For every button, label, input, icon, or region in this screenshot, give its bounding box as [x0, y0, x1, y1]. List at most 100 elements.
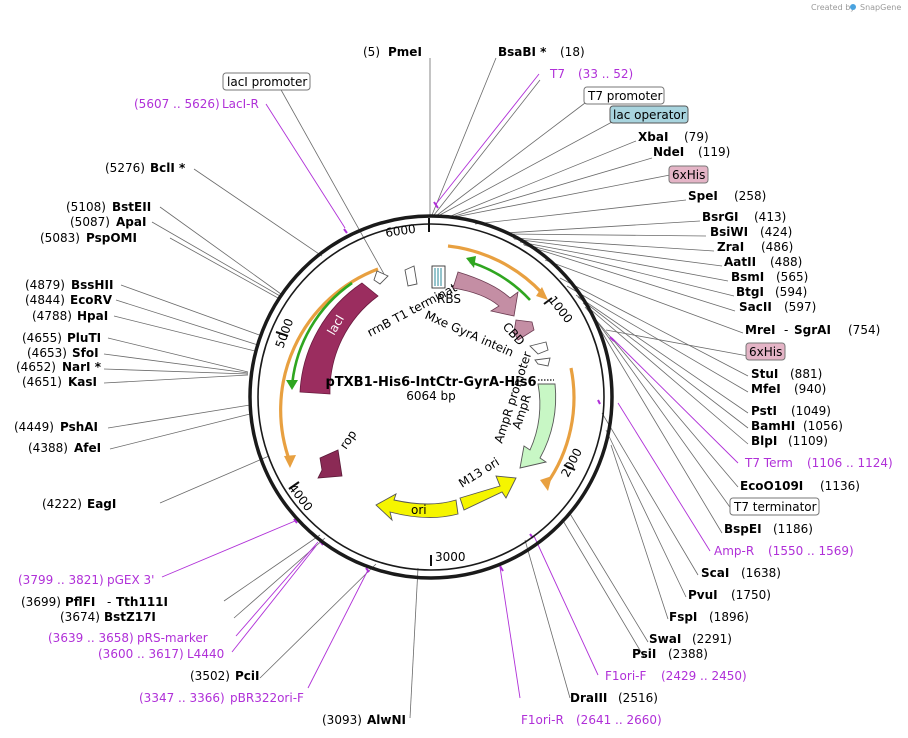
site-ndei-pos: (119) [698, 145, 730, 159]
primer-lacir-name: LacI-R [222, 97, 259, 111]
operator-stripes [434, 268, 442, 286]
rop-label: rop [337, 428, 360, 452]
site-apai-pos: (5087) [70, 215, 110, 229]
site-swai-name: SwaI [649, 632, 681, 646]
laci-feature [299, 282, 379, 395]
site-stui-name: StuI [751, 367, 778, 381]
rop-feature [317, 449, 343, 479]
site-scai-pos: (1638) [741, 566, 781, 580]
primer-leaders [161, 73, 739, 699]
primer-f1orif-range: (2429 .. 2450) [661, 669, 747, 683]
site-psii-name: PsiI [632, 647, 656, 661]
orf-arrowheads [284, 287, 552, 491]
site-fspi-name: FspI [669, 610, 697, 624]
site-bspei-pos: (1186) [773, 522, 813, 536]
rbs-label: RBS [437, 292, 461, 306]
site-sacii-pos: (597) [784, 300, 816, 314]
primer-l4440-range: (3600 .. 3617) [98, 647, 184, 661]
site-hpai-pos: (4788) [32, 309, 72, 323]
primer-prs-name: pRS-marker [137, 631, 208, 645]
site-bsshii-pos: (4879) [25, 278, 65, 292]
site-bsiwi-pos: (424) [760, 225, 792, 239]
site-pflfi-dash: - [107, 595, 111, 609]
primer-pbr322-name: pBR322ori-F [230, 691, 304, 705]
site-psii-pos: (2388) [668, 647, 708, 661]
ampr-feature [519, 383, 557, 469]
leader-lines [103, 57, 749, 719]
site-pspomi-name: PspOMI [86, 231, 137, 245]
site-mrei-dash: - [784, 323, 788, 337]
site-bsteii-pos: (5108) [66, 200, 106, 214]
site-mrei-pos: (754) [848, 323, 880, 337]
t7-promoter-box [583, 86, 665, 105]
site-mfei-name: MfeI [751, 382, 781, 396]
site-blpi-pos: (1109) [788, 434, 828, 448]
site-bsteii-name: BstEII [112, 200, 151, 214]
site-btgi-pos: (594) [775, 285, 807, 299]
primer-l4440-name: L4440 [187, 647, 224, 661]
site-bamhi-pos: (1056) [803, 419, 843, 433]
site-apai-name: ApaI [116, 215, 146, 229]
site-mrei-name: MreI [745, 323, 775, 337]
tick-label-3000: 3000 [435, 550, 466, 564]
tick-label-1000: 1000 [546, 293, 576, 326]
site-alwni-name: AlwNI [367, 713, 406, 727]
site-draiii-pos: (2516) [618, 691, 658, 705]
primer-pgex3-name: pGEX 3' [107, 573, 154, 587]
primer-ampr-range: (1550 .. 1569) [768, 544, 854, 558]
site-psti-name: PstI [751, 404, 777, 418]
site-pshai-pos: (4449) [14, 420, 54, 434]
site-swai-pos: (2291) [692, 632, 732, 646]
primer-t7-name: T7 [549, 67, 565, 81]
site-pvui-name: PvuI [688, 588, 718, 602]
site-aatii-name: AatII [724, 255, 756, 269]
site-kasi-pos: (4651) [22, 375, 62, 389]
his6-label-a: 6xHis [672, 168, 705, 182]
primer-t7term-name: T7 Term [744, 456, 793, 470]
site-stui-pos: (881) [790, 367, 822, 381]
rrnb-arrow [373, 270, 389, 285]
site-scai-name: ScaI [701, 566, 729, 580]
site-draiii-name: DraIII [570, 691, 607, 705]
site-ecorv-pos: (4844) [25, 293, 65, 307]
site-btgi-name: BtgI [736, 285, 764, 299]
small-arrow-b [534, 357, 551, 367]
lac-operator-label-box [609, 105, 689, 124]
cbd-feature [513, 319, 535, 341]
site-afei-pos: (4388) [28, 441, 68, 455]
backbone-ticks [275, 218, 576, 566]
site-alwni-pos: (3093) [322, 713, 362, 727]
t7-terminator-label: T7 terminator [733, 500, 817, 514]
small-arrow-a [529, 341, 549, 355]
site-sgrai-name: SgrAI [794, 323, 831, 337]
site-aatii-pos: (488) [770, 255, 802, 269]
site-pshai-name: PshAI [60, 420, 98, 434]
primer-lacir-range: (5607 .. 5626) [134, 97, 220, 111]
site-bsmi-pos: (565) [776, 270, 808, 284]
site-pmei-pos: (5) [363, 45, 380, 59]
site-spei-pos: (258) [734, 189, 766, 203]
primer-f1orir-name: F1ori-R [521, 713, 564, 727]
site-kasi-name: KasI [68, 375, 97, 389]
ori-label: ori [411, 503, 427, 517]
site-fspi-pos: (1896) [709, 610, 749, 624]
site-afei-name: AfeI [74, 441, 101, 455]
site-eagi-pos: (4222) [42, 497, 82, 511]
his6-box-a [668, 165, 709, 184]
t7-terminator-box [729, 497, 820, 516]
primer-pbr322-range: (3347 .. 3366) [139, 691, 225, 705]
site-bsshii-name: BssHII [71, 278, 113, 292]
site-bamhi-name: BamHI [751, 419, 795, 433]
site-ecorv-name: EcoRV [70, 293, 113, 307]
site-xbai-name: XbaI [638, 130, 668, 144]
his6-box-b [745, 342, 786, 361]
site-mfei-pos: (940) [794, 382, 826, 396]
snapgene-logo-icon [850, 4, 856, 10]
laci-promoter-box [222, 72, 311, 91]
site-bcli-name: BclI * [150, 161, 186, 175]
primer-pgex3-range: (3799 .. 3821) [18, 573, 104, 587]
primer-t7-range: (33 .. 52) [578, 67, 633, 81]
site-hpai-name: HpaI [77, 309, 108, 323]
site-psti-pos: (1049) [791, 404, 831, 418]
